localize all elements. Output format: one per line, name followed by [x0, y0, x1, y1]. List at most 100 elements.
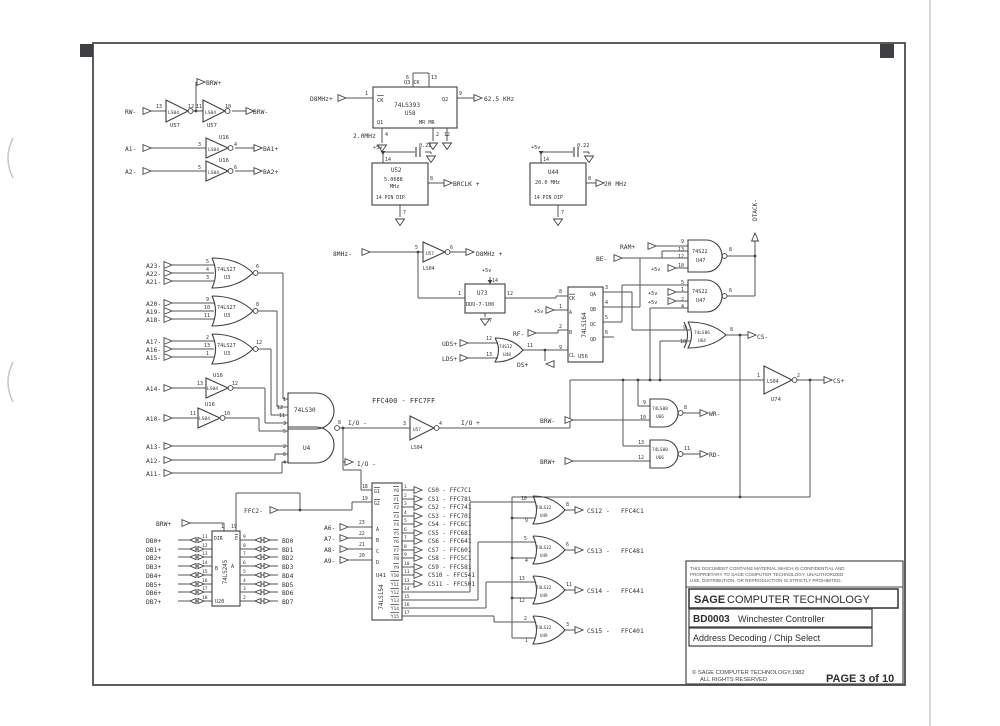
- ground-icon: [394, 218, 406, 227]
- signal-arrow-icon: [699, 408, 710, 418]
- label-ba2+: BA2+: [263, 169, 278, 176]
- label-4: 4: [283, 460, 286, 466]
- label-y15: Y15: [391, 614, 400, 620]
- label-a20: A20-: [146, 301, 161, 308]
- label-qd: QD: [590, 337, 596, 343]
- label-74ls32: 74LS32: [536, 625, 552, 630]
- disclaimer-line-1: THIS DOCUMENT CONTAINS MATERIAL WHICH IS…: [690, 566, 845, 571]
- label-u49: U49: [540, 593, 548, 598]
- label-cl: CL: [569, 353, 575, 359]
- signal-arrow-icon: [253, 536, 262, 544]
- label-3: 3: [403, 421, 406, 427]
- label-20-mhz: 20 MHz: [604, 181, 627, 188]
- label-0-22: 0.22: [419, 143, 432, 149]
- label-g2: G2: [374, 501, 380, 507]
- label-7: 7: [403, 210, 406, 216]
- label-14: 14: [385, 157, 391, 163]
- label-u57: U57: [207, 123, 217, 129]
- label-18: 18: [202, 595, 208, 601]
- label-q3-ck: Q3 CK: [404, 80, 420, 86]
- label-10: 10: [640, 415, 646, 421]
- label-bd6: BD6: [282, 590, 294, 597]
- label-8: 8: [566, 502, 569, 508]
- label-+5v: +5v: [648, 291, 657, 297]
- signal-arrow-icon: [473, 93, 484, 103]
- inverter-bubble-icon: [224, 108, 231, 114]
- label-i-o-+: I/O +: [461, 420, 480, 427]
- label-74ls32: 74LS32: [536, 505, 552, 510]
- label-u49: U49: [540, 513, 548, 518]
- inverter-bubble-icon: [227, 145, 234, 151]
- label-u44: U44: [548, 170, 559, 176]
- signal-arrow-icon: [197, 580, 206, 588]
- label-a18: A18-: [146, 317, 161, 324]
- label-3: 3: [283, 421, 286, 427]
- signal-arrow-icon: [595, 178, 606, 188]
- capacitor-icon: [415, 147, 421, 157]
- nand-gate: [687, 279, 723, 313]
- label-c: C: [376, 549, 379, 555]
- label-1: 1: [206, 351, 209, 357]
- signal-arrow-icon: [197, 597, 206, 605]
- label-2: 2: [206, 335, 209, 341]
- label-2: 2: [436, 132, 439, 138]
- inverter-bubble-icon: [444, 249, 451, 255]
- nand8-gate: [287, 392, 335, 430]
- ground-icon: [441, 142, 453, 151]
- signal-arrow-icon: [163, 441, 174, 451]
- signal-arrow-icon: [527, 328, 538, 338]
- signal-arrow-icon: [574, 505, 585, 515]
- label-cs15: CS15 -: [587, 628, 610, 635]
- label-3: 3: [566, 622, 569, 628]
- label-y12: Y12: [391, 590, 400, 596]
- label-e: E: [235, 536, 238, 542]
- ground-icon: [552, 218, 564, 227]
- label-23: 23: [359, 520, 365, 526]
- signal-arrow-icon: [188, 545, 197, 553]
- label-5: 5: [404, 518, 407, 524]
- label-wr: WR-: [709, 411, 720, 418]
- signal-arrow-icon: [413, 553, 424, 563]
- inverter-bubble-icon: [252, 270, 259, 276]
- label-db6+: DB6+: [146, 590, 161, 597]
- label-2: 2: [283, 444, 286, 450]
- label-rw: RW-: [125, 109, 136, 116]
- inverter-bubble-icon: [187, 108, 194, 114]
- page-curl-mark: [7, 361, 14, 403]
- nand8-gate: [287, 426, 335, 464]
- ic-u73-delay: [464, 283, 506, 314]
- label-ls04: LS04: [411, 445, 423, 451]
- signal-arrow-icon: [253, 545, 262, 553]
- label-qc: QC: [590, 322, 596, 328]
- xor-gate: [687, 321, 727, 349]
- signal-arrow-icon: [339, 533, 350, 543]
- label-i-o: I/O -: [348, 420, 367, 427]
- label-a16: A16-: [146, 347, 161, 354]
- label-cs4-ffc6c1: CS4 - FFC6C1: [428, 521, 472, 528]
- label-brw: BRW-: [253, 109, 268, 116]
- label-19: 19: [362, 496, 368, 502]
- or-gate: [532, 535, 566, 565]
- signal-arrow-icon: [188, 553, 197, 561]
- label-5: 5: [605, 315, 608, 321]
- label-9: 9: [643, 400, 646, 406]
- label-1: 1: [221, 524, 224, 530]
- label-cs0-ffc7c1: CS0 - FFC7C1: [428, 487, 472, 494]
- label-3: 3: [404, 501, 407, 507]
- label-y8: Y8: [393, 556, 399, 562]
- label-i-o: I/O -: [357, 461, 376, 468]
- label-bd4: BD4: [282, 573, 294, 580]
- label-8: 8: [730, 327, 733, 333]
- label-u74: U74: [771, 397, 782, 403]
- or-gate: [532, 495, 566, 525]
- ground-icon: [425, 155, 437, 164]
- label-cs7-ffc601: CS7 - FFC601: [428, 547, 472, 554]
- ic-74ls393: [372, 86, 458, 129]
- label-5: 5: [283, 429, 286, 435]
- label-5: 5: [198, 165, 201, 171]
- signal-arrow-icon: [253, 580, 262, 588]
- label-8: 8: [338, 420, 341, 426]
- label-cs11-ffc501: CS11 - FFC501: [428, 581, 475, 588]
- signal-arrow-icon: [253, 562, 262, 570]
- label-2: 2: [243, 595, 246, 601]
